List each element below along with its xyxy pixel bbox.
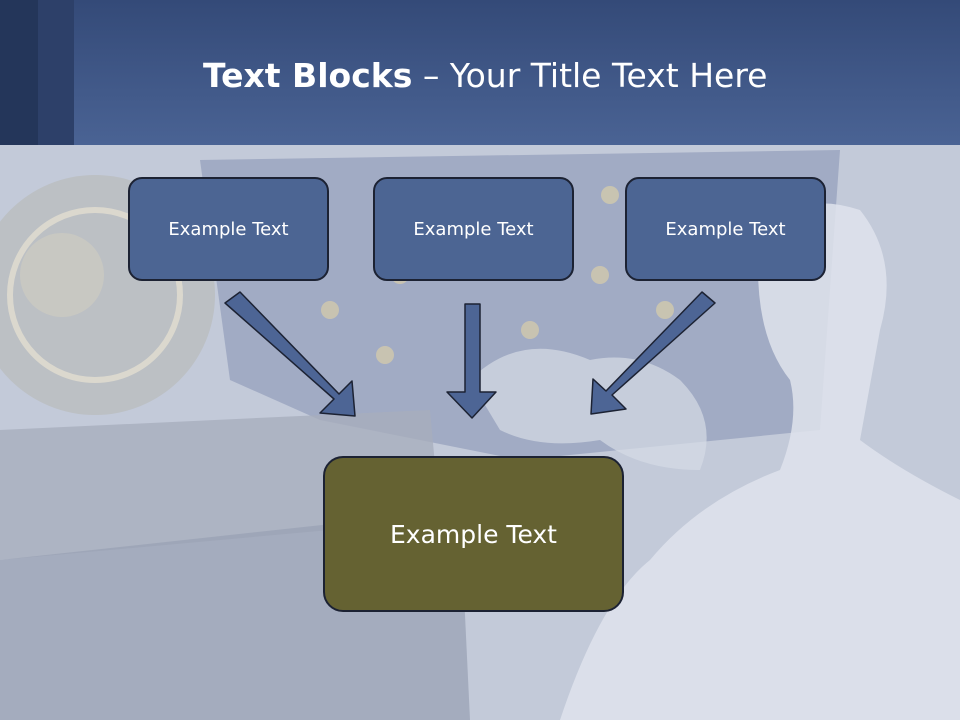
- arrow-center-to-bottom: [446, 303, 497, 419]
- arrow-left-to-bottom: [224, 291, 356, 417]
- header-accent-dark: [0, 0, 38, 145]
- text-block-left: Example Text: [128, 177, 329, 281]
- text-block-bottom: Example Text: [323, 456, 624, 612]
- header-accent-mid: [38, 0, 74, 145]
- title-rest: – Your Title Text Here: [412, 56, 768, 95]
- title-bold: Text Blocks: [203, 56, 413, 95]
- slide-title: Text Blocks – Your Title Text Here: [203, 54, 767, 98]
- text-block-right-label: Example Text: [665, 218, 786, 240]
- text-block-left-label: Example Text: [168, 218, 289, 240]
- arrow-right-to-bottom: [590, 291, 716, 415]
- text-block-bottom-label: Example Text: [390, 519, 557, 549]
- text-block-center: Example Text: [373, 177, 574, 281]
- text-block-center-label: Example Text: [413, 218, 534, 240]
- title-bar: [0, 0, 960, 145]
- text-block-right: Example Text: [625, 177, 826, 281]
